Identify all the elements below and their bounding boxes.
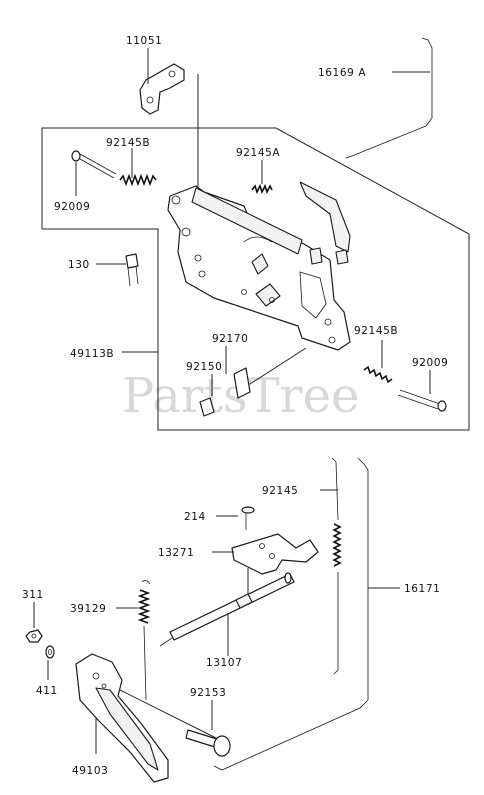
washer-411	[45, 645, 55, 680]
label-92145b-top: 92145B	[106, 137, 150, 149]
bracket-11051	[139, 63, 199, 190]
label-92145b-right: 92145B	[354, 325, 398, 337]
bolt-92009-right	[397, 370, 447, 412]
label-214: 214	[184, 511, 206, 523]
clip-92150	[199, 346, 307, 417]
label-13107: 13107	[206, 657, 242, 669]
screw-214	[216, 506, 255, 530]
assembly-outline	[41, 127, 470, 431]
label-16169a: 16169 A	[318, 67, 366, 79]
spring-92145a	[251, 160, 273, 195]
label-92150: 92150	[186, 361, 222, 373]
rod-92145	[320, 457, 342, 675]
spring-92145b-top	[119, 148, 157, 187]
spring-92145b-right	[363, 340, 393, 384]
label-16171: 16171	[404, 583, 440, 595]
label-49103: 49103	[72, 765, 108, 777]
label-13271: 13271	[158, 547, 194, 559]
control-plate	[167, 181, 351, 351]
label-92145a: 92145A	[236, 147, 280, 159]
label-130: 130	[68, 259, 90, 271]
label-411: 411	[36, 685, 58, 697]
label-92009-right: 92009	[412, 357, 448, 369]
rod-16169a	[345, 37, 433, 159]
label-39129: 39129	[70, 603, 106, 615]
label-92145: 92145	[262, 485, 298, 497]
rod-16171	[213, 457, 400, 771]
label-11051: 11051	[126, 35, 162, 47]
bolt-130	[96, 253, 139, 287]
label-92153: 92153	[190, 687, 226, 699]
label-92170: 92170	[212, 333, 248, 345]
spring-39129	[116, 580, 151, 701]
shaft-13107	[159, 568, 295, 656]
label-49113b: 49113B	[70, 348, 114, 360]
nut-311	[25, 602, 43, 643]
label-92009-left: 92009	[54, 201, 90, 213]
label-311: 311	[22, 589, 44, 601]
plate-13271	[212, 533, 319, 575]
lever-49103	[75, 653, 221, 783]
pin-92153	[185, 700, 231, 757]
bolt-92009-left	[71, 150, 117, 196]
